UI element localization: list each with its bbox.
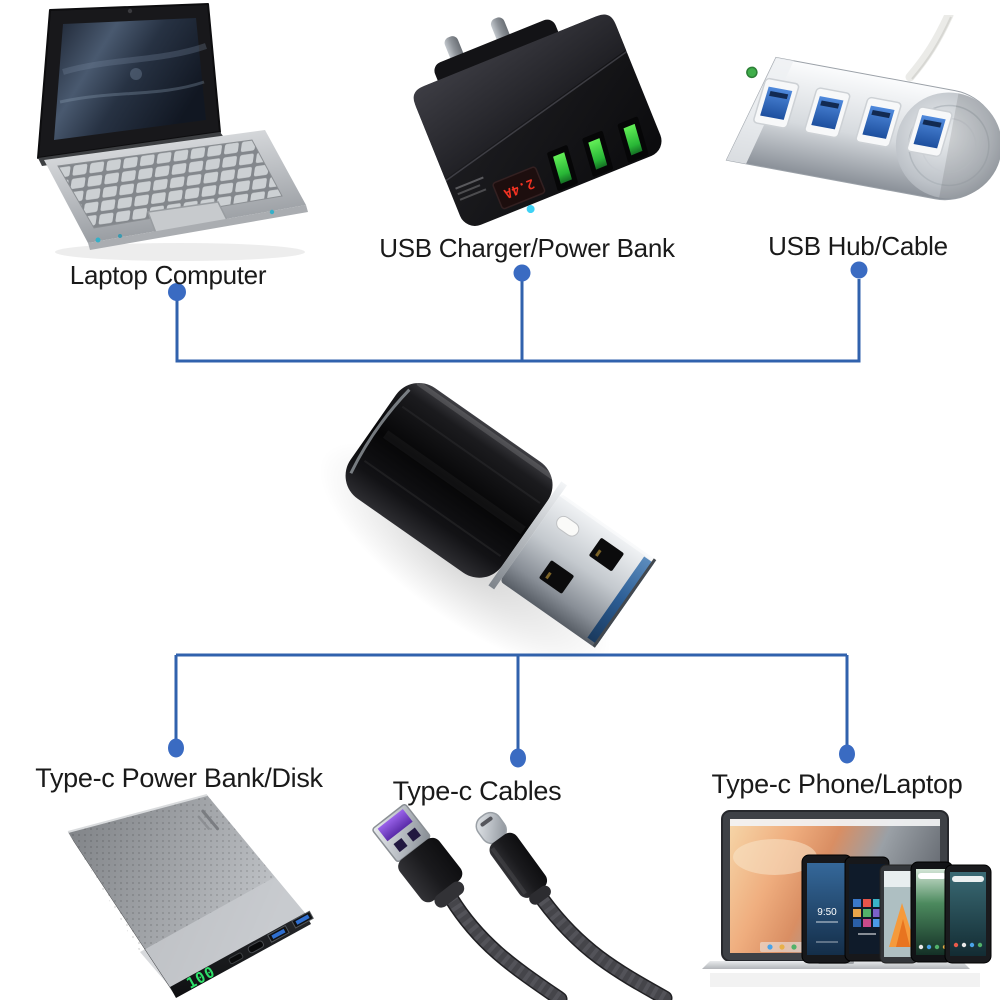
product-usb-charger: 2.4A xyxy=(385,0,685,235)
power-bank-micro-port xyxy=(228,952,244,965)
laptop-front-edge xyxy=(88,205,308,250)
product-type-c-cables xyxy=(365,800,680,1000)
webcam-icon xyxy=(127,8,133,14)
label-laptop-computer: Laptop Computer xyxy=(69,260,267,290)
label-type-c-cables: Type-c Cables xyxy=(392,776,562,806)
hub-power-led xyxy=(746,66,758,79)
usb-plug-blue-tongue xyxy=(587,556,654,645)
connector-dot xyxy=(839,744,855,764)
adapter-usb-a-plug xyxy=(501,493,657,648)
phone-nexus-6p xyxy=(910,861,954,963)
label-usb-charger: USB Charger/Power Bank xyxy=(379,233,675,263)
usb-a-purple-tongue xyxy=(377,808,413,842)
laptop-port-led xyxy=(118,234,122,238)
connector-top-bus xyxy=(175,279,861,363)
phone-nexus-5x xyxy=(944,864,992,964)
connector-dot xyxy=(168,283,186,301)
usb-c-cable xyxy=(537,894,671,1000)
usb-plug-slot xyxy=(556,515,580,537)
power-bank-usb-port xyxy=(291,910,314,929)
connector-dot xyxy=(510,748,526,768)
power-bank-type-c-port xyxy=(247,940,265,954)
macbook-menubar xyxy=(730,819,940,826)
power-bank-logo xyxy=(197,809,220,831)
adapter-body xyxy=(345,382,553,578)
product-type-c-phone-laptop: 9:50 xyxy=(690,795,1000,1000)
usb-c-connector xyxy=(475,811,551,905)
devices-reflection xyxy=(710,973,980,987)
lumia-clock: 9:50 xyxy=(817,907,837,918)
product-usb-adapter xyxy=(300,362,700,660)
usb-a-cable xyxy=(445,892,566,1000)
connector-dot xyxy=(850,261,868,279)
laptop-shadow xyxy=(55,243,305,261)
laptop-keyboard xyxy=(57,139,283,229)
adapter-collar xyxy=(488,481,567,590)
laptop-wallpaper-logo xyxy=(130,68,142,80)
connector-dot xyxy=(513,264,531,282)
charger-status-led xyxy=(526,205,535,214)
connector-dot xyxy=(168,738,184,758)
usb-plug-hole xyxy=(539,560,574,594)
usb-a-connector xyxy=(372,804,465,908)
hub-usb-ports xyxy=(753,77,953,158)
product-laptop-computer xyxy=(30,0,320,265)
adapter-type-c-opening xyxy=(349,388,411,474)
product-usb-hub xyxy=(715,15,1000,220)
hub-cable xyxy=(905,15,954,82)
charger-usb-ports xyxy=(547,116,649,191)
laptop-port-led xyxy=(269,209,275,215)
phone-htc xyxy=(879,864,919,964)
label-type-c-power-bank: Type-c Power Bank/Disk xyxy=(35,763,323,793)
phone-lumia-xl: 9:50 xyxy=(801,854,853,964)
power-bank-side xyxy=(68,832,176,997)
laptop-port-led xyxy=(95,237,101,243)
power-bank-texture xyxy=(68,795,275,952)
label-usb-hub: USB Hub/Cable xyxy=(768,231,948,261)
laptop-screen xyxy=(54,18,206,140)
charger-glossy-face xyxy=(413,14,626,179)
label-type-c-phone-laptop: Type-c Phone/Laptop xyxy=(711,769,963,799)
charger-led-display xyxy=(492,166,546,210)
power-bank-usb-port xyxy=(267,924,290,943)
usb-plug-hole xyxy=(589,538,624,571)
product-type-c-power-bank: 100 xyxy=(35,785,365,1000)
